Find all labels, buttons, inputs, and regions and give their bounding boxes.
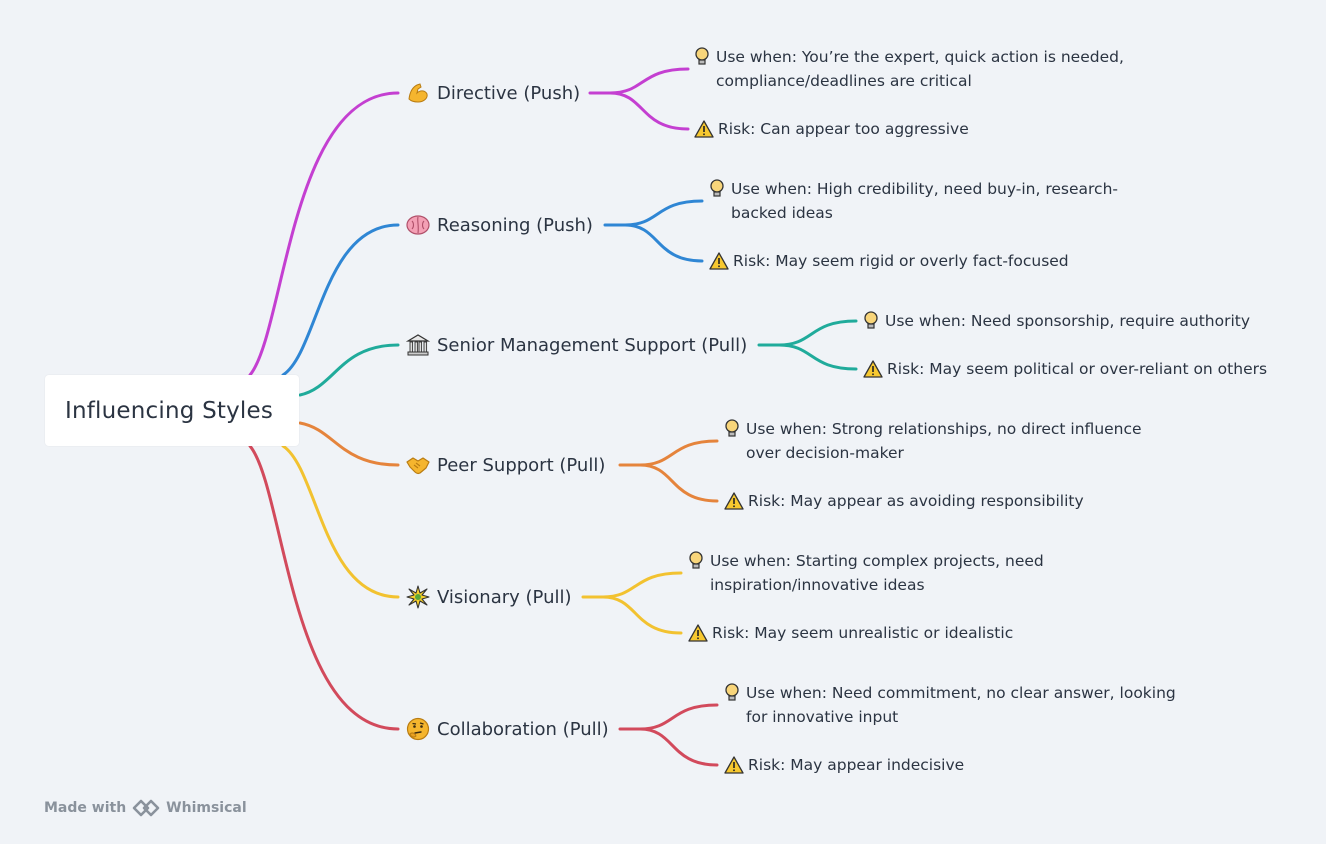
risk-connector <box>638 463 719 503</box>
warning-icon <box>724 753 744 777</box>
use-when-visionary[interactable]: Use when: Starting complex projects, nee… <box>686 549 1126 597</box>
warning-icon <box>688 621 708 645</box>
made-with-whimsical-badge[interactable]: Made with Whimsical <box>44 798 247 818</box>
warning-icon <box>709 249 729 273</box>
use-connector <box>618 439 719 467</box>
risk-directive[interactable]: Risk: Can appear too aggressive <box>694 117 1134 141</box>
branch-label: Peer Support (Pull) <box>437 454 606 476</box>
use-when-peer-support[interactable]: Use when: Strong relationships, no direc… <box>722 417 1162 465</box>
classical-building-icon <box>405 333 431 357</box>
risk-reasoning[interactable]: Risk: May seem rigid or overly fact-focu… <box>709 249 1149 273</box>
footer-prefix: Made with <box>44 800 127 816</box>
risk-connector <box>623 223 704 263</box>
branch-peer-support[interactable]: Peer Support (Pull) <box>405 452 605 478</box>
branch-label: Directive (Push) <box>437 82 581 104</box>
light-bulb-icon <box>686 549 706 573</box>
root-label: Influencing Styles <box>65 397 274 424</box>
branch-directive[interactable]: Directive (Push) <box>405 80 580 106</box>
risk-connector <box>601 595 683 635</box>
light-bulb-icon <box>722 681 742 705</box>
root-connector <box>248 444 400 731</box>
risk-connector <box>777 343 858 371</box>
use-connector <box>588 67 690 95</box>
use-connector <box>757 319 858 347</box>
use-connector <box>581 571 683 599</box>
root-connector <box>298 421 400 467</box>
branch-label: Senior Management Support (Pull) <box>437 334 748 356</box>
risk-connector <box>608 91 690 131</box>
use-connector <box>618 703 719 731</box>
whimsical-logo-icon <box>132 798 162 818</box>
use-when-directive[interactable]: Use when: You’re the expert, quick actio… <box>692 45 1132 93</box>
light-bulb-icon <box>707 177 727 201</box>
branch-label: Reasoning (Push) <box>437 214 593 236</box>
use-when-senior-management-support[interactable]: Use when: Need sponsorship, require auth… <box>861 309 1301 333</box>
branch-collaboration[interactable]: Collaboration (Pull) <box>405 716 609 742</box>
risk-visionary[interactable]: Risk: May seem unrealistic or idealistic <box>688 621 1128 645</box>
sparkle-burst-icon <box>405 585 431 609</box>
branch-visionary[interactable]: Visionary (Pull) <box>405 584 572 610</box>
light-bulb-icon <box>722 417 742 441</box>
branch-reasoning[interactable]: Reasoning (Push) <box>405 212 593 238</box>
warning-icon <box>863 357 883 381</box>
brain-icon <box>405 213 431 237</box>
root-connector <box>248 91 400 377</box>
flexed-biceps-icon <box>405 81 431 105</box>
root-node[interactable]: Influencing Styles <box>45 375 299 446</box>
root-connector <box>281 223 400 377</box>
footer-brand: Whimsical <box>166 800 247 816</box>
use-connector <box>603 199 704 227</box>
use-when-collaboration[interactable]: Use when: Need commitment, no clear answ… <box>722 681 1182 729</box>
warning-icon <box>724 489 744 513</box>
light-bulb-icon <box>861 309 881 333</box>
use-when-reasoning[interactable]: Use when: High credibility, need buy-in,… <box>707 177 1147 225</box>
handshake-icon <box>405 453 431 477</box>
risk-collaboration[interactable]: Risk: May appear indecisive <box>724 753 1164 777</box>
risk-peer-support[interactable]: Risk: May appear as avoiding responsibil… <box>724 489 1164 513</box>
warning-icon <box>694 117 714 141</box>
risk-connector <box>638 727 719 767</box>
branch-label: Collaboration (Pull) <box>437 718 609 740</box>
thinking-face-icon <box>405 717 431 741</box>
root-connector <box>281 444 400 599</box>
branch-label: Visionary (Pull) <box>437 586 572 608</box>
light-bulb-icon <box>692 45 712 69</box>
risk-senior-management-support[interactable]: Risk: May seem political or over-reliant… <box>863 357 1303 381</box>
branch-senior-management-support[interactable]: Senior Management Support (Pull) <box>405 332 747 358</box>
root-connector <box>298 343 400 397</box>
